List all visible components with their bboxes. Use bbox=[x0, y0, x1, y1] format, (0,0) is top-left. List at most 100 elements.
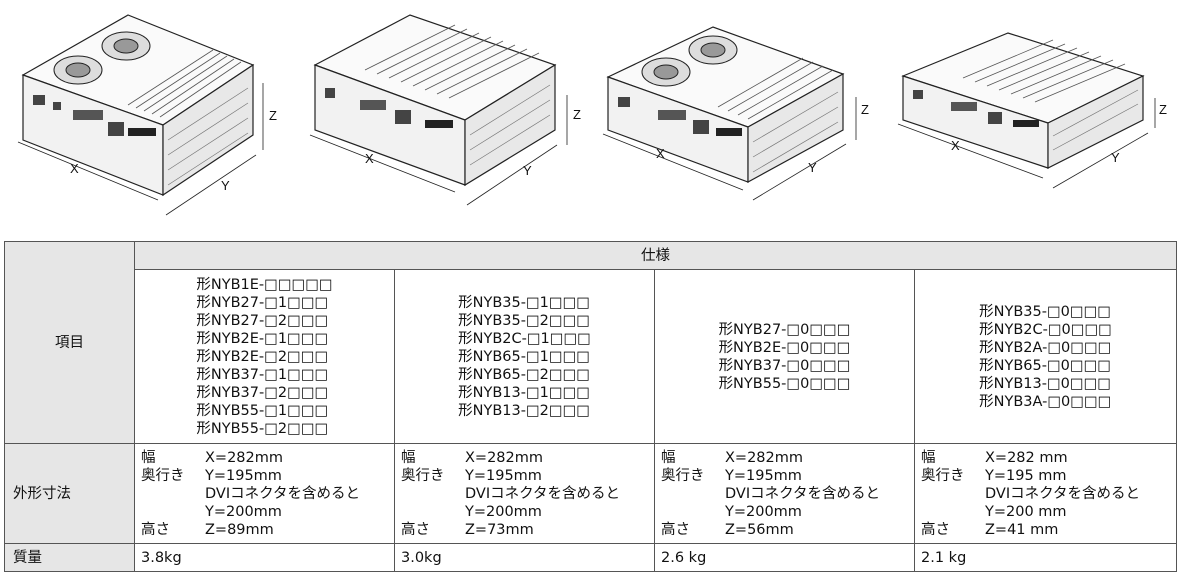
z-axis-label: Z bbox=[269, 108, 277, 123]
width-label: 幅 bbox=[921, 449, 936, 466]
model-item: 形NYB1E-□□□□□ bbox=[196, 276, 333, 293]
model-item: 形NYB55-□1□□□ bbox=[196, 402, 329, 419]
unit-4-illustration: X Y Z bbox=[893, 28, 1178, 222]
model-item: 形NYB37-□0□□□ bbox=[718, 357, 851, 374]
spec-header: 仕様 bbox=[134, 241, 1177, 270]
width-value: X=282mm bbox=[725, 449, 804, 466]
mass-value-4: 2.1 kg bbox=[914, 543, 1177, 572]
width-label: 幅 bbox=[141, 449, 156, 466]
model-item: 形NYB13-□0□□□ bbox=[979, 375, 1111, 392]
height-label: 高さ bbox=[661, 521, 690, 538]
width-value: X=282 mm bbox=[985, 449, 1068, 466]
dimensions-cell-4: 幅 X=282 mm 奥行き Y=195 mm DVIコネクタを含めると Y=2… bbox=[914, 443, 1177, 544]
unit-3-illustration: X Y Z bbox=[598, 22, 888, 226]
height-value: Z=89mm bbox=[205, 521, 274, 538]
model-item: 形NYB65-□0□□□ bbox=[979, 357, 1111, 374]
height-value: Z=56mm bbox=[725, 521, 794, 538]
mass-row: 質量 3.8kg 3.0kg 2.6 kg 2.1 kg bbox=[4, 543, 1177, 572]
model-item: 形NYB2E-□2□□□ bbox=[196, 348, 329, 365]
model-item: 形NYB2C-□1□□□ bbox=[458, 330, 591, 347]
model-item: 形NYB35-□0□□□ bbox=[979, 303, 1111, 320]
depth-label: 奥行き bbox=[661, 467, 705, 484]
x-axis-label: X bbox=[70, 161, 79, 176]
model-item: 形NYB2C-□0□□□ bbox=[979, 321, 1112, 338]
y-axis-label: Y bbox=[523, 163, 532, 178]
unit-2-illustration: X Y Z bbox=[305, 10, 595, 229]
width-label: 幅 bbox=[401, 449, 416, 466]
z-axis-label: Z bbox=[861, 102, 869, 117]
model-item: 形NYB37-□1□□□ bbox=[196, 366, 329, 383]
depth-value: Y=195mm bbox=[725, 467, 802, 484]
y-axis-label: Y bbox=[1111, 150, 1120, 165]
mass-value-3: 2.6 kg bbox=[654, 543, 915, 572]
depth-label: 奥行き bbox=[401, 467, 445, 484]
mass-value-1: 3.8kg bbox=[134, 543, 395, 572]
item-header: 項目 bbox=[4, 241, 135, 444]
x-axis-label: X bbox=[951, 138, 960, 153]
dvi-depth-value: Y=200mm bbox=[465, 503, 542, 520]
model-item: 形NYB27-□1□□□ bbox=[196, 294, 329, 311]
flat-heatsink-box-slim-icon: X Y Z bbox=[897, 32, 1167, 189]
unit-1-illustration: X Y Z bbox=[8, 10, 298, 229]
model-item: 形NYB13-□2□□□ bbox=[458, 402, 590, 419]
product-illustrations: X Y Z X bbox=[0, 0, 1181, 235]
x-axis-label: X bbox=[365, 151, 374, 166]
spec-table: 項目 仕様 形NYB1E-□□□□□ 形NYB27-□1□□□ 形NYB27-□… bbox=[4, 241, 1177, 572]
dimensions-cell-3: 幅 X=282mm 奥行き Y=195mm DVIコネクタを含めると Y=200… bbox=[654, 443, 915, 544]
x-axis-label: X bbox=[656, 146, 665, 161]
dvi-note: DVIコネクタを含めると bbox=[465, 485, 621, 502]
dimensions-cell-1: 幅 X=282mm 奥行き Y=195mm DVIコネクタを含めると Y=200… bbox=[134, 443, 395, 544]
model-list: 形NYB27-□0□□□ 形NYB2E-□0□□□ 形NYB37-□0□□□ 形… bbox=[719, 321, 851, 393]
model-item: 形NYB65-□2□□□ bbox=[458, 366, 590, 383]
dvi-depth-value: Y=200mm bbox=[205, 503, 282, 520]
height-value: Z=41 mm bbox=[985, 521, 1059, 538]
model-item: 形NYB13-□1□□□ bbox=[458, 384, 590, 401]
model-list: 形NYB35-□1□□□ 形NYB35-□2□□□ 形NYB2C-□1□□□ 形… bbox=[458, 294, 591, 420]
height-value: Z=73mm bbox=[465, 521, 534, 538]
z-axis-label: Z bbox=[1159, 102, 1167, 117]
dvi-note: DVIコネクタを含めると bbox=[725, 485, 881, 502]
dvi-depth-value: Y=200 mm bbox=[985, 503, 1067, 520]
height-label: 高さ bbox=[141, 521, 170, 538]
model-cell-3: 形NYB27-□0□□□ 形NYB2E-□0□□□ 形NYB37-□0□□□ 形… bbox=[654, 269, 915, 444]
depth-label: 奥行き bbox=[921, 467, 965, 484]
mass-value-2: 3.0kg bbox=[394, 543, 655, 572]
model-cell-4: 形NYB35-□0□□□ 形NYB2C-□0□□□ 形NYB2A-□0□□□ 形… bbox=[914, 269, 1177, 444]
model-item: 形NYB37-□2□□□ bbox=[196, 384, 329, 401]
depth-value: Y=195 mm bbox=[985, 467, 1067, 484]
width-value: X=282mm bbox=[205, 449, 284, 466]
model-item: 形NYB2E-□1□□□ bbox=[196, 330, 329, 347]
dimensions-row: 外形寸法 幅 X=282mm 奥行き Y=195mm DVIコネクタを含めると … bbox=[4, 443, 1177, 544]
model-cell-1: 形NYB1E-□□□□□ 形NYB27-□1□□□ 形NYB27-□2□□□ 形… bbox=[134, 269, 395, 444]
model-item: 形NYB27-□2□□□ bbox=[196, 312, 329, 329]
depth-value: Y=195mm bbox=[205, 467, 282, 484]
depth-value: Y=195mm bbox=[465, 467, 542, 484]
fan-dual-box-tall-icon: X Y Z bbox=[17, 14, 277, 216]
y-axis-label: Y bbox=[808, 160, 817, 175]
header-row: 項目 仕様 bbox=[4, 241, 1177, 444]
model-item: 形NYB65-□1□□□ bbox=[458, 348, 590, 365]
z-axis-label: Z bbox=[573, 107, 581, 122]
dvi-note: DVIコネクタを含めると bbox=[985, 485, 1141, 502]
model-list: 形NYB35-□0□□□ 形NYB2C-□0□□□ 形NYB2A-□0□□□ 形… bbox=[979, 303, 1112, 411]
model-item: 形NYB3A-□0□□□ bbox=[979, 393, 1112, 410]
y-axis-label: Y bbox=[221, 178, 230, 193]
dvi-note: DVIコネクタを含めると bbox=[205, 485, 361, 502]
width-label: 幅 bbox=[661, 449, 676, 466]
dvi-depth-value: Y=200mm bbox=[725, 503, 802, 520]
fan-dual-box-medium-icon: X Y Z bbox=[602, 26, 869, 201]
model-item: 形NYB55-□2□□□ bbox=[196, 420, 329, 437]
model-item: 形NYB35-□2□□□ bbox=[458, 312, 590, 329]
model-list: 形NYB1E-□□□□□ 形NYB27-□1□□□ 形NYB27-□2□□□ 形… bbox=[196, 276, 332, 438]
height-label: 高さ bbox=[921, 521, 950, 538]
flat-heatsink-box-icon: X Y Z bbox=[309, 14, 581, 206]
model-item: 形NYB2E-□0□□□ bbox=[718, 339, 851, 356]
model-item: 形NYB2A-□0□□□ bbox=[979, 339, 1112, 356]
model-item: 形NYB55-□0□□□ bbox=[718, 375, 851, 392]
model-cell-2: 形NYB35-□1□□□ 形NYB35-□2□□□ 形NYB2C-□1□□□ 形… bbox=[394, 269, 655, 444]
height-label: 高さ bbox=[401, 521, 430, 538]
mass-label: 質量 bbox=[4, 543, 135, 572]
depth-label: 奥行き bbox=[141, 467, 185, 484]
model-item: 形NYB27-□0□□□ bbox=[718, 321, 851, 338]
dimensions-cell-2: 幅 X=282mm 奥行き Y=195mm DVIコネクタを含めると Y=200… bbox=[394, 443, 655, 544]
